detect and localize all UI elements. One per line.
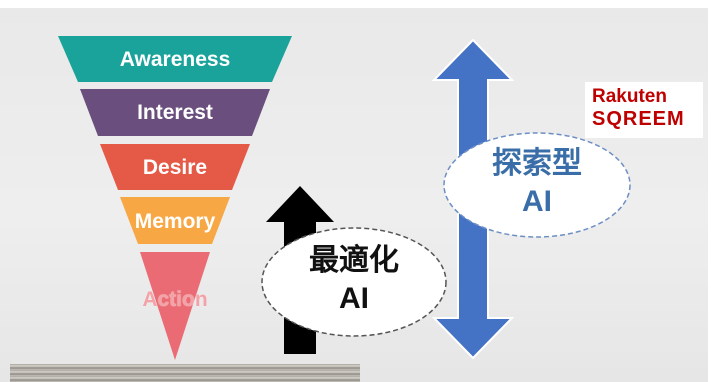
- funnel-stage-action: [140, 252, 210, 360]
- funnel-label-memory: Memory: [134, 210, 216, 233]
- funnel-stage-interest: [80, 89, 270, 136]
- funnel-label-action: Action: [142, 288, 208, 311]
- logo-text-rakuten: Rakuten: [592, 86, 667, 107]
- exploration-ai-line2: AI: [522, 185, 552, 218]
- funnel-stage-memory: [120, 197, 230, 244]
- rakuten-sqreem-logo: [585, 82, 703, 138]
- funnel-label-desire: Desire: [142, 156, 208, 179]
- optimization-bubble: [261, 227, 447, 337]
- exploration-ai-line1: 探索型: [492, 147, 582, 180]
- funnel-label-interest: Interest: [137, 101, 213, 124]
- logo-text-sqreem: SQREEM: [592, 108, 685, 130]
- top-margin: [0, 0, 714, 8]
- funnel-label-awareness: Awareness: [119, 48, 231, 71]
- wooden-floor-strip: [10, 364, 360, 382]
- exploration-bubble: [443, 132, 631, 238]
- optimization-ai-line2: AI: [339, 282, 369, 315]
- funnel-stage-desire: [100, 144, 250, 190]
- funnel-stage-awareness: [58, 36, 292, 82]
- optimization-ai-line1: 最適化: [309, 244, 399, 277]
- right-margin: [708, 0, 714, 382]
